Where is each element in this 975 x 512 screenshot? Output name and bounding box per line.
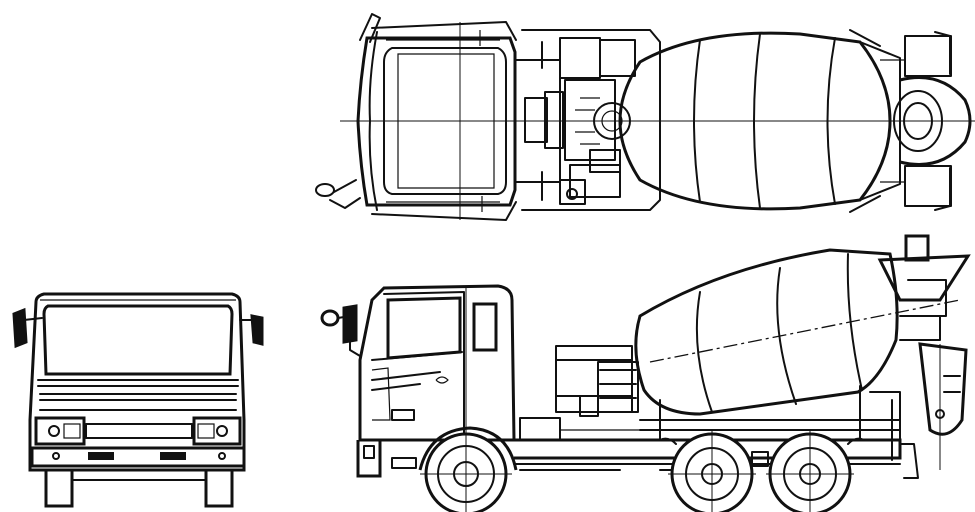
front-view	[12, 292, 264, 508]
side-view-drum	[634, 248, 961, 441]
side-view	[320, 234, 971, 512]
top-view-drum	[618, 29, 901, 213]
front-view-grille	[37, 379, 239, 439]
front-view-bumper	[30, 446, 246, 468]
side-view-rear-wheel-1	[668, 430, 756, 512]
side-view-hopper	[877, 234, 971, 479]
side-view-front-wheel	[418, 288, 518, 512]
top-view-mirror	[315, 13, 381, 209]
side-view-mirror	[320, 304, 361, 357]
top-view-chassis	[514, 29, 661, 211]
front-view-cab-outline	[28, 292, 246, 472]
front-view-windshield	[42, 304, 234, 376]
top-view-hopper	[880, 31, 972, 211]
front-view-mirrors	[12, 307, 264, 349]
side-view-wheels	[418, 288, 865, 512]
top-view-cab	[356, 21, 517, 221]
front-view-wheels	[44, 468, 234, 508]
side-view-drum-axis	[649, 299, 961, 363]
front-view-headlamps	[34, 416, 242, 446]
top-view	[315, 13, 975, 221]
side-view-rear-wheel-2	[766, 430, 854, 512]
